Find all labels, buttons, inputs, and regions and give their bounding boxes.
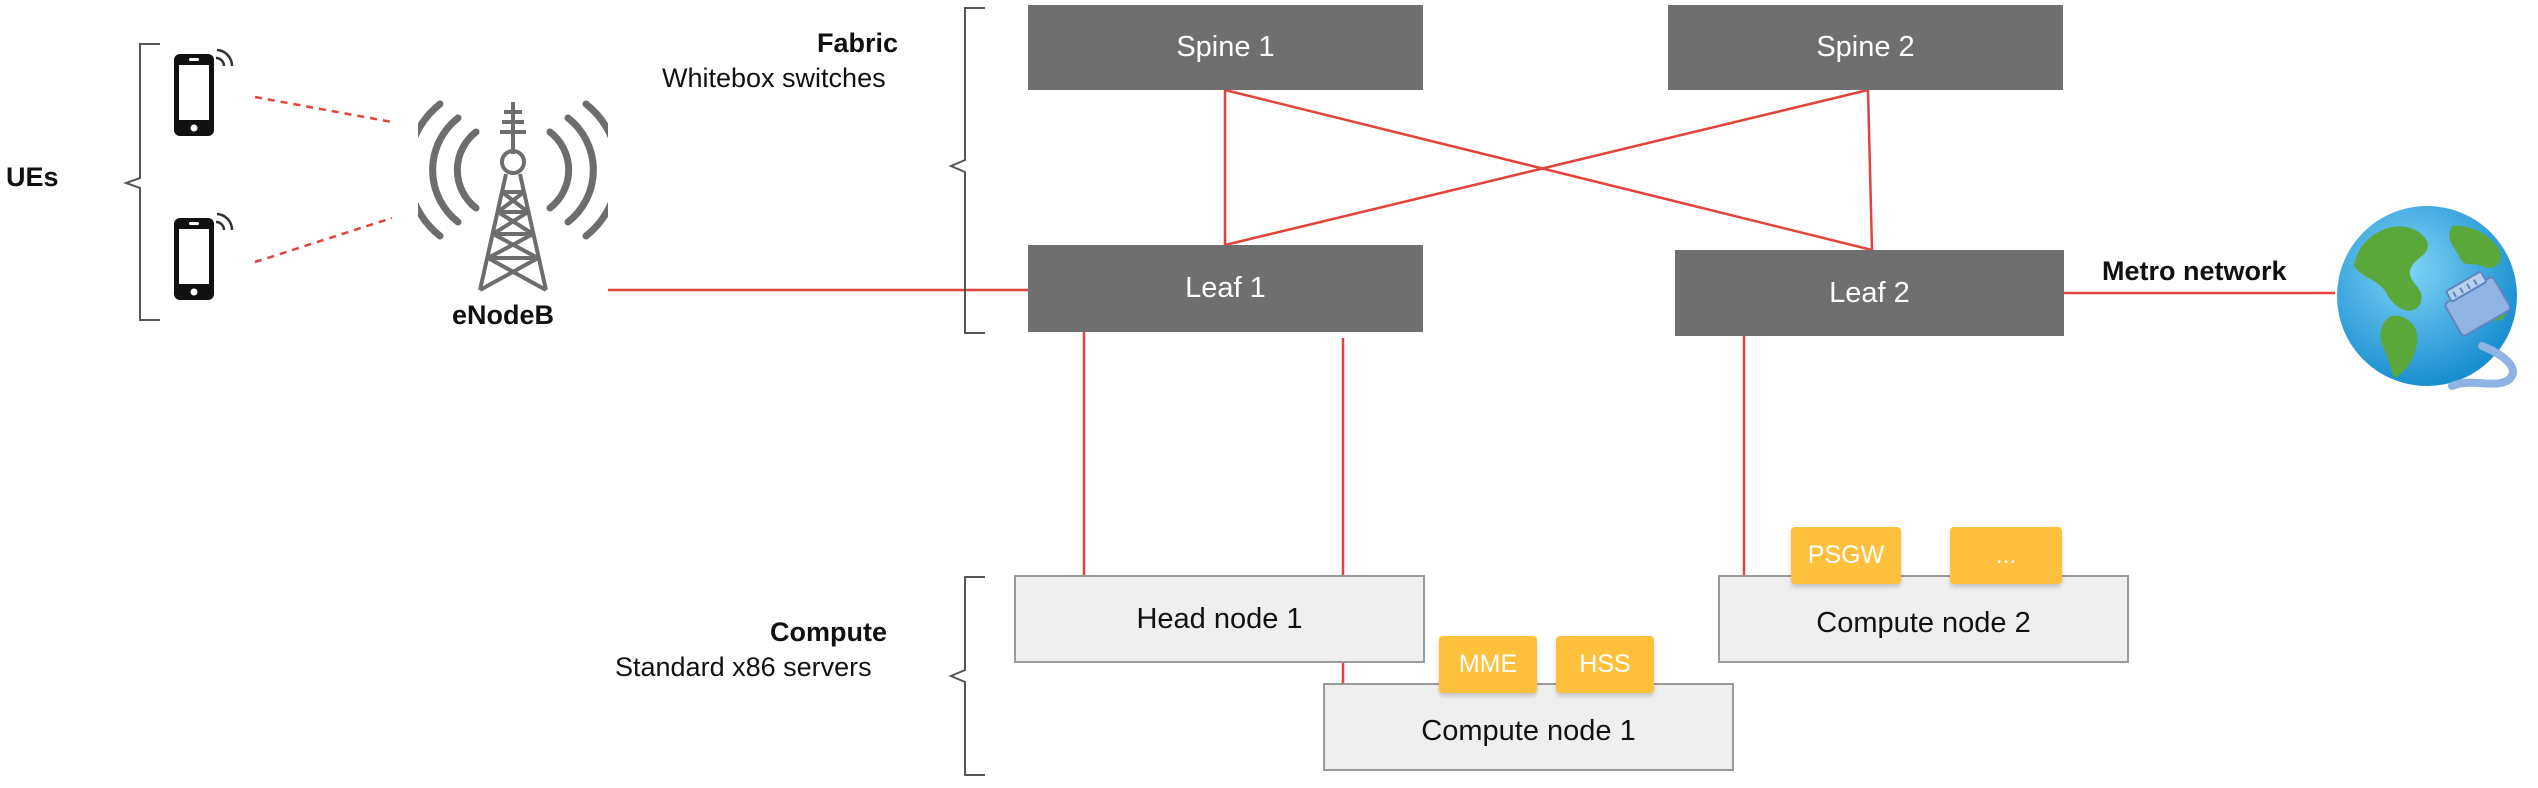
leaf-switch-2-label: Leaf 2 [1829, 276, 1910, 309]
cell-tower-icon [404, 100, 622, 295]
vnf-mme[interactable]: MME [1439, 636, 1537, 693]
spine-switch-1[interactable]: Spine 1 [1028, 5, 1423, 90]
vnf-psgw-label: PSGW [1807, 541, 1885, 569]
fabric-bracket [948, 7, 985, 334]
compute-node-1[interactable]: Compute node 1 [1323, 683, 1734, 771]
radio-link-ue2 [254, 216, 393, 264]
ues-bracket [123, 43, 160, 321]
vnf-psgw[interactable]: PSGW [1791, 527, 1901, 584]
spine-switch-1-label: Spine 1 [1176, 31, 1275, 63]
compute-node-2-label: Compute node 2 [1816, 606, 2031, 639]
leaf-switch-2[interactable]: Leaf 2 [1675, 250, 2064, 336]
globe-network-icon [2332, 196, 2532, 396]
vnf-hss[interactable]: HSS [1556, 636, 1654, 693]
smartphone-icon [170, 208, 234, 308]
head-node-1-label: Head node 1 [1136, 602, 1303, 635]
vnf-mme-label: MME [1458, 650, 1518, 678]
compute-title: Compute [770, 617, 887, 647]
metro-network-label: Metro network [2102, 256, 2287, 286]
link-spine2-leaf2 [1866, 89, 1874, 251]
ues-label: UEs [6, 162, 59, 192]
radio-link-ue1 [254, 95, 393, 124]
compute-subtitle: Standard x86 servers [615, 652, 872, 682]
vnf-more-label: ... [1995, 541, 2017, 569]
compute-node-2[interactable]: Compute node 2 [1718, 575, 2129, 663]
fabric-title: Fabric [817, 28, 899, 58]
smartphone-icon [170, 44, 234, 144]
compute-node-1-label: Compute node 1 [1421, 714, 1636, 747]
fabric-subtitle: Whitebox switches [662, 63, 886, 93]
compute-bracket [948, 576, 985, 776]
link-spine2-leaf1 [1224, 88, 1869, 247]
enodeb-label: eNodeB [452, 300, 555, 330]
link-spine1-leaf2 [1224, 88, 1873, 252]
vnf-more[interactable]: ... [1950, 527, 2062, 584]
leaf-switch-1[interactable]: Leaf 1 [1028, 245, 1423, 332]
vnf-hss-label: HSS [1579, 650, 1631, 678]
head-node-1[interactable]: Head node 1 [1014, 575, 1425, 663]
spine-switch-2-label: Spine 2 [1816, 31, 1915, 63]
leaf-switch-1-label: Leaf 1 [1185, 272, 1266, 304]
spine-switch-2[interactable]: Spine 2 [1668, 5, 2063, 90]
